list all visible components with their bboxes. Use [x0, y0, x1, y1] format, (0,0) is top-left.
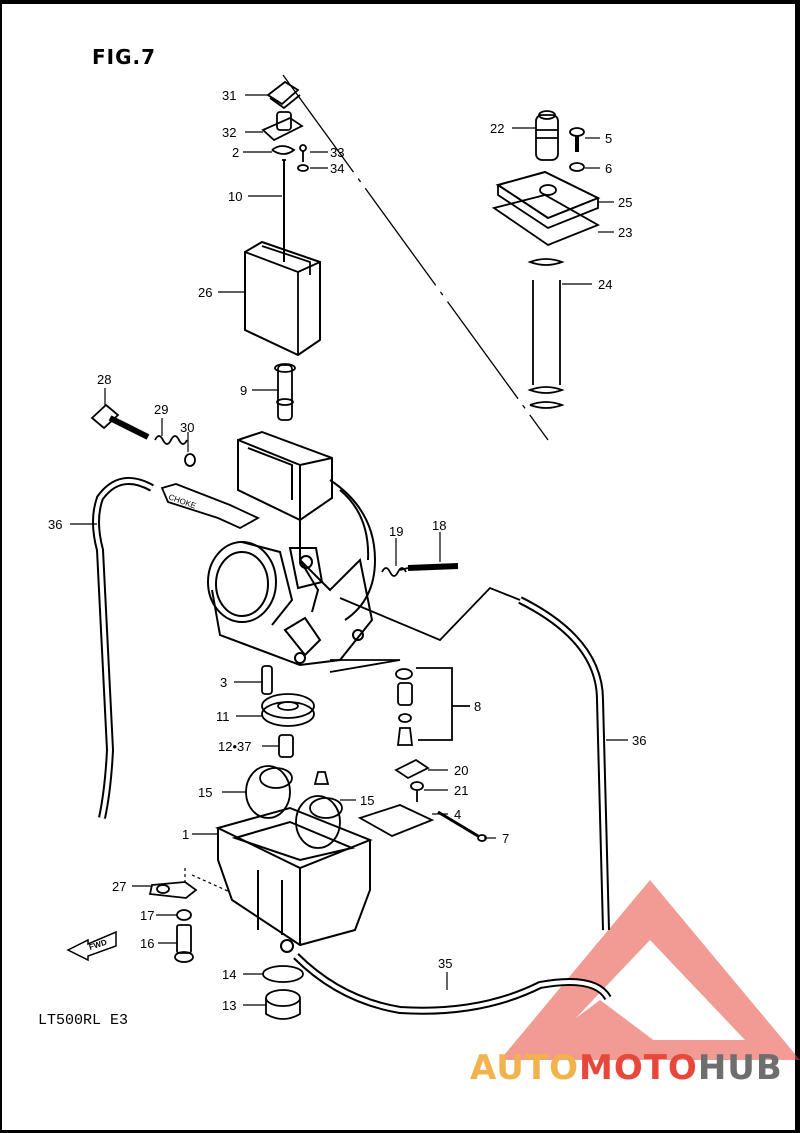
- part-12-37-main-jet: [278, 734, 294, 758]
- callout-34: 34: [330, 161, 344, 176]
- callout-15-right: 15: [360, 793, 374, 808]
- callout-24: 24: [598, 277, 612, 292]
- callout-2: 2: [232, 145, 239, 160]
- part-30-o-ring: [184, 453, 196, 467]
- part-3-pilot-jet: [261, 665, 273, 695]
- callout-10: 10: [228, 189, 242, 204]
- part-36-tube-right-inner: [519, 598, 608, 931]
- part-6-washer: [569, 162, 585, 172]
- part-28-adjust-screw: [90, 403, 150, 440]
- frame-top-border: [0, 0, 800, 4]
- carburetor-body: [207, 430, 377, 667]
- part-25-top-cover: [495, 170, 601, 230]
- callout-22: 22: [490, 121, 504, 136]
- part-29-spring: [154, 435, 188, 445]
- callout-17: 17: [140, 908, 154, 923]
- choke-lever: [160, 483, 260, 530]
- callout-3: 3: [220, 675, 227, 690]
- callout-6: 6: [605, 161, 612, 176]
- frame-left-border: [0, 0, 2, 1133]
- part-27-bracket: [148, 881, 198, 899]
- callout-9: 9: [240, 383, 247, 398]
- part-19-spring: [381, 567, 407, 577]
- frame-right-border: [795, 0, 800, 1133]
- model-code-label: LT500RL E3: [38, 1012, 129, 1029]
- callout-32: 32: [222, 125, 236, 140]
- part-35-drain-tube-inner: [294, 954, 610, 1013]
- callout-31: 31: [222, 88, 236, 103]
- part-2-clip: [271, 145, 296, 155]
- callout-18: 18: [432, 518, 446, 533]
- callout-13: 13: [222, 998, 236, 1013]
- part-21-screw: [410, 781, 424, 802]
- part-11-ring: [261, 693, 315, 727]
- callout-7: 7: [502, 831, 509, 846]
- part-32-holder: [261, 111, 304, 142]
- guide-line-right: [339, 586, 521, 642]
- part-26-throttle-slide: [244, 240, 321, 357]
- part-23-gasket: [491, 194, 601, 247]
- part-16-bolt: [174, 924, 194, 963]
- part-10-jet-needle: [282, 159, 286, 262]
- callout-1: 1: [182, 827, 189, 842]
- part-20-plate: [394, 758, 430, 780]
- callout-21: 21: [454, 783, 468, 798]
- figure-title: FIG.7: [92, 45, 157, 69]
- callout-19: 19: [389, 524, 403, 539]
- part-33-screw: [299, 144, 307, 162]
- watermark-hub: HUB: [697, 1048, 783, 1088]
- part-9-needle-jet: [274, 363, 296, 421]
- callout-30: 30: [180, 420, 194, 435]
- callout-16: 16: [140, 936, 154, 951]
- part-8-float-valve: [395, 667, 470, 746]
- part-15-float-right: [295, 795, 343, 849]
- float-pin-cap: [313, 771, 330, 785]
- callout-36-left: 36: [48, 517, 62, 532]
- watermark-logo-icon: [500, 880, 800, 1060]
- part-31-clip: [266, 80, 301, 110]
- leader-lines: [70, 94, 628, 1006]
- callout-12-37: 12•37: [218, 739, 251, 754]
- part-36-tube-left-inner: [94, 479, 153, 819]
- callout-27: 27: [112, 879, 126, 894]
- part-34-washer: [297, 164, 309, 172]
- callout-29: 29: [154, 402, 168, 417]
- watermark-auto: AUTO: [470, 1048, 579, 1088]
- callout-numbers: 31 32 2 33 34 10 26 9 28 29 30 36 19 18 …: [48, 88, 646, 1013]
- part-4-float-arm: [357, 804, 435, 837]
- callout-28: 28: [97, 372, 111, 387]
- callout-36-right: 36: [632, 733, 646, 748]
- part-7-float-pin: [437, 810, 487, 842]
- part-18-pilot-screw: [399, 563, 459, 571]
- callout-25: 25: [618, 195, 632, 210]
- guide-line-center: [329, 659, 401, 673]
- callout-4: 4: [454, 807, 461, 822]
- part-22-cap: [535, 110, 559, 161]
- callout-35: 35: [438, 956, 452, 971]
- part-36-tube-right: [518, 596, 610, 931]
- part-1-float-bowl: [215, 806, 373, 953]
- callout-14: 14: [222, 967, 236, 982]
- watermark-brand-text: AUTOMOTOHUB: [470, 1048, 783, 1088]
- callout-15-left: 15: [198, 785, 212, 800]
- callout-23: 23: [618, 225, 632, 240]
- callout-8: 8: [474, 699, 481, 714]
- watermark-moto: MOTO: [578, 1048, 698, 1088]
- callout-20: 20: [454, 763, 468, 778]
- callout-33: 33: [330, 145, 344, 160]
- callout-26: 26: [198, 285, 212, 300]
- part-5-screw: [569, 127, 585, 152]
- callout-5: 5: [605, 131, 612, 146]
- guide-line-diagonal: [282, 74, 549, 441]
- callout-11: 11: [216, 709, 230, 724]
- part-24-spring: [527, 258, 565, 409]
- part-14-o-ring: [262, 965, 304, 983]
- part-13-drain-plug: [265, 989, 301, 1020]
- part-17-washer: [176, 909, 192, 921]
- frame-bottom-border: [0, 1130, 800, 1133]
- fwd-arrow-icon: FWD: [66, 930, 117, 962]
- choke-label: CHOKE: [167, 492, 197, 510]
